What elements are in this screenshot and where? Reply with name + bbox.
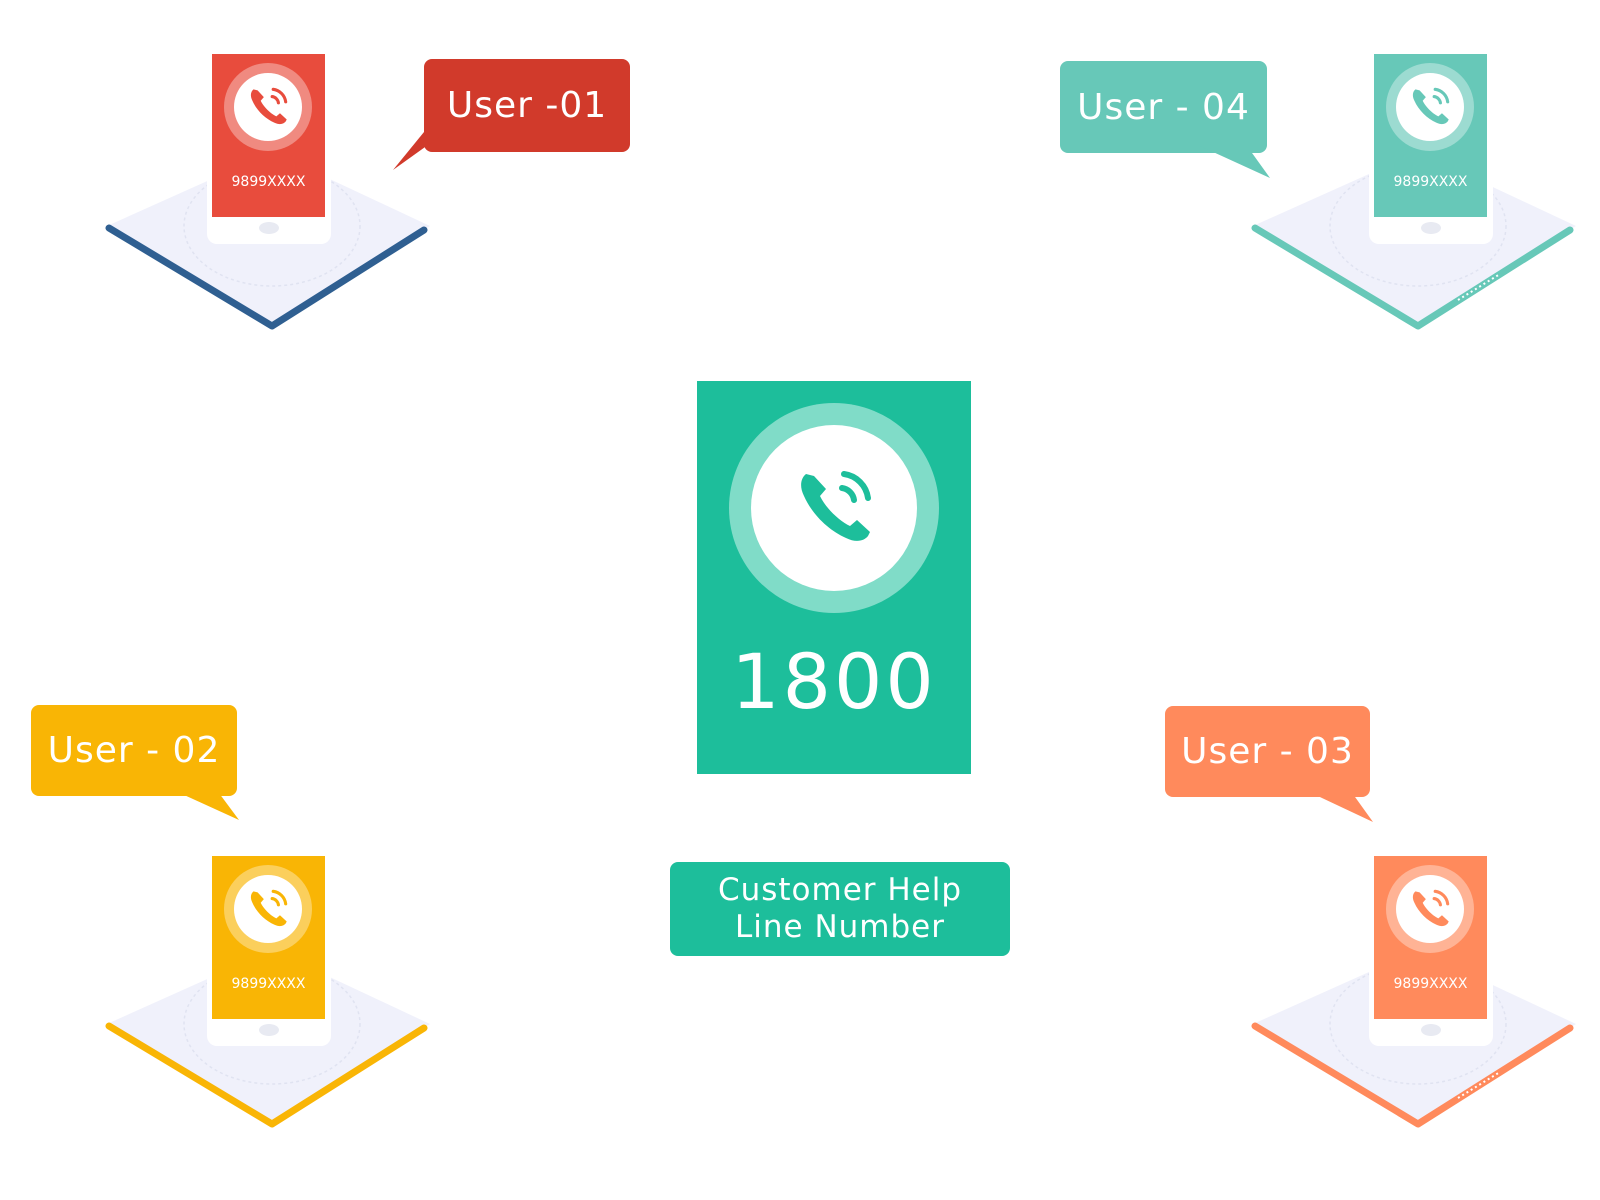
user-04-phone-number: 9899XXXX <box>1393 174 1468 190</box>
helpline-hub-ring <box>729 403 939 613</box>
helpline-label-line1: Customer Help <box>717 872 963 908</box>
user-01-label: User -01 <box>446 85 608 126</box>
user-04-label-bubble: User - 04 <box>1060 61 1270 178</box>
helpline-hub-icon-circle <box>751 425 917 591</box>
user-02-phone-number: 9899XXXX <box>231 976 306 992</box>
phone-ringing-icon <box>1412 889 1450 927</box>
phone-ringing-icon <box>801 471 871 541</box>
user-02-bubble-tail <box>171 789 239 820</box>
user-03-bubble-tail <box>1305 790 1373 822</box>
helpline-number: 1800 <box>731 637 937 726</box>
user-01-phone-number: 9899XXXX <box>231 174 306 190</box>
helpline-label-box: Customer Help Line Number <box>670 862 1010 956</box>
user-02-label: User - 02 <box>47 730 221 771</box>
user-04-label: User - 04 <box>1077 86 1250 128</box>
user-01-label-bubble: User -01 <box>393 59 630 170</box>
helpline-label-line2: Line Number <box>735 909 945 945</box>
user-03-phone-number: 9899XXXX <box>1393 976 1468 992</box>
phone-ringing-icon <box>1412 87 1450 125</box>
user-03-label: User - 03 <box>1181 731 1354 772</box>
user-04-bubble-tail <box>1200 146 1270 178</box>
phone-ringing-icon <box>250 87 288 125</box>
user-02-label-bubble: User - 02 <box>31 705 239 820</box>
helpline-hub-card: 1800 <box>697 381 971 774</box>
user-03-label-bubble: User - 03 <box>1165 706 1373 822</box>
user-01-bubble-tail <box>393 132 446 170</box>
phone-ringing-icon <box>250 889 288 927</box>
